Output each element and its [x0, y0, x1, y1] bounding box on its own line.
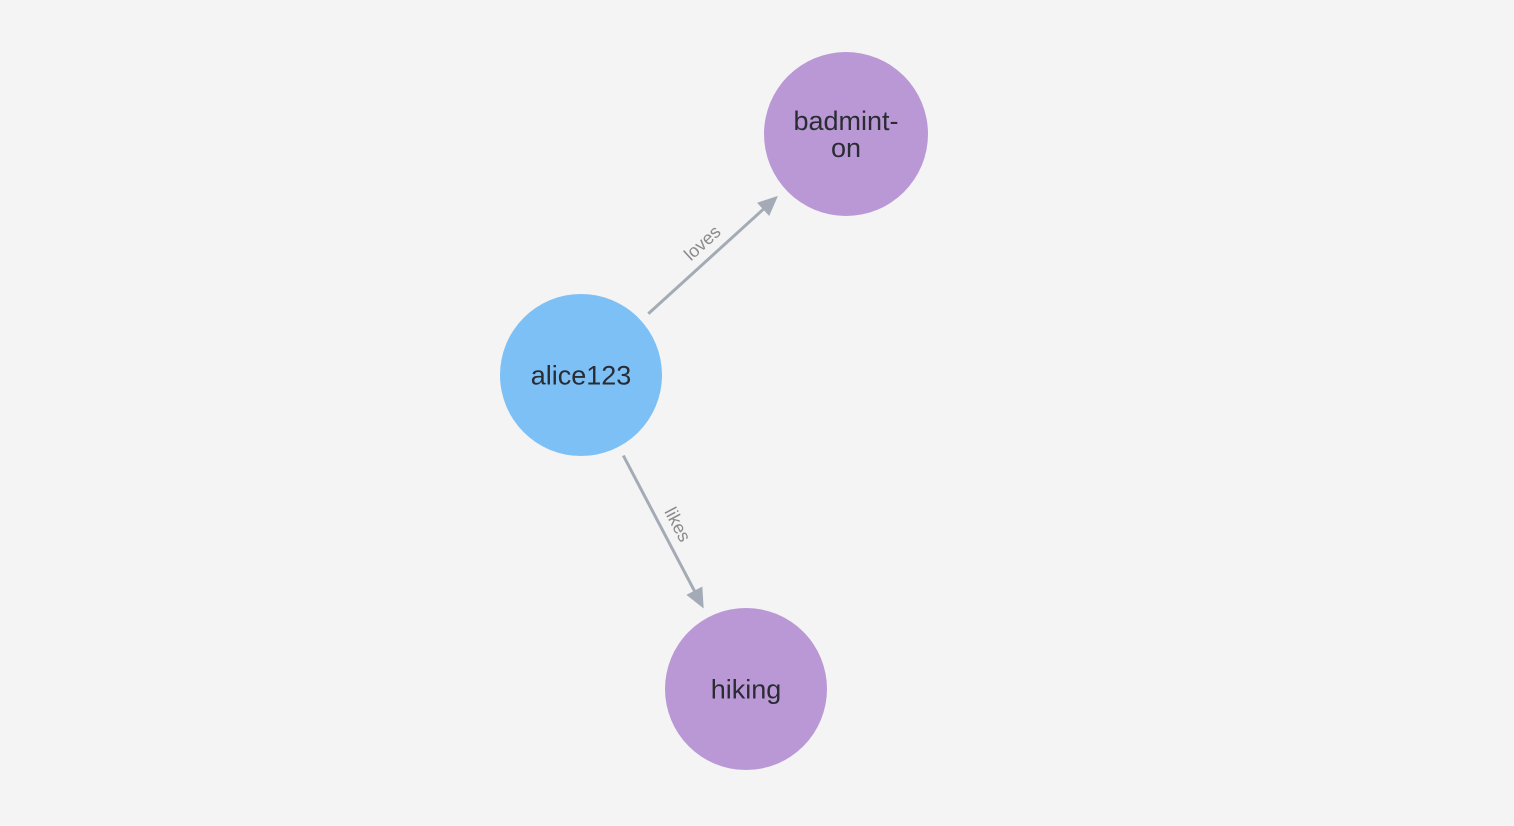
graph-node-badminton[interactable]: badmint-on: [764, 52, 928, 216]
node-circle[interactable]: [764, 52, 928, 216]
node-circle[interactable]: [665, 608, 827, 770]
relationship-line[interactable]: [647, 205, 768, 315]
relationship-likes[interactable]: likes: [622, 454, 704, 609]
relationship-arrowhead-icon: [686, 586, 704, 609]
graph-node-alice123[interactable]: alice123: [500, 294, 662, 456]
node-circle[interactable]: [500, 294, 662, 456]
relationship-loves[interactable]: loves: [647, 195, 778, 315]
relationship-arrowhead-icon: [757, 195, 778, 217]
relationship-line[interactable]: [622, 454, 698, 595]
graph-node-hiking[interactable]: hiking: [665, 608, 827, 770]
relationship-label[interactable]: loves: [680, 221, 725, 264]
